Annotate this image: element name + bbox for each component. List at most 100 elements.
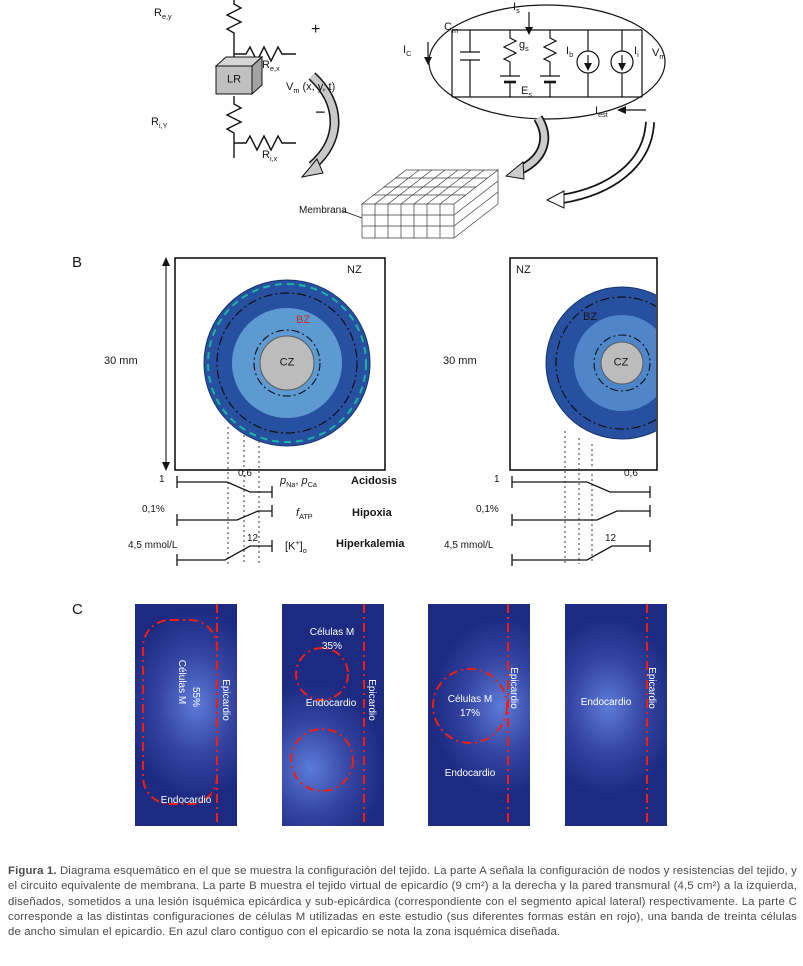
k-close: ] bbox=[299, 540, 303, 553]
ri-y-base: R bbox=[151, 116, 159, 128]
capacitor-icon bbox=[460, 30, 480, 97]
minus-sign: − bbox=[315, 102, 326, 122]
conductance-branch-icon bbox=[540, 30, 560, 97]
plot-right-v12: 12 bbox=[605, 533, 617, 544]
figure-caption-label: Figura 1. bbox=[8, 865, 57, 877]
label-vm-right: Vm bbox=[652, 47, 666, 62]
panel2-endocardio-label: Endocardio bbox=[305, 698, 357, 709]
panel2-mcells-pct: 35% bbox=[321, 641, 343, 652]
plot-left-v45: 4,5 mmol/L bbox=[128, 540, 178, 551]
label-ic: IC bbox=[403, 45, 411, 58]
label-ri-x: Ri,x bbox=[262, 150, 277, 163]
p2-base: p bbox=[301, 475, 308, 487]
plot-right-v45: 4,5 mmol/L bbox=[444, 540, 494, 551]
lr-box-icon bbox=[214, 55, 264, 96]
m-cell-outline-2 bbox=[290, 604, 365, 826]
condition-acidosis: Acidosis bbox=[351, 475, 397, 487]
panel3-mcells-pct: 17% bbox=[459, 708, 481, 719]
ii-base: I bbox=[634, 45, 638, 57]
bz-label-right: BZ bbox=[583, 311, 598, 323]
ii-sub: i bbox=[637, 50, 639, 60]
param-ko: [K+]o bbox=[285, 539, 307, 554]
resistor-ri-y-icon bbox=[225, 96, 243, 143]
re-x-base: R bbox=[262, 59, 270, 71]
vm-args: (x, y, t) bbox=[299, 81, 336, 93]
m-cell-panel-3 bbox=[428, 604, 530, 826]
ib-base: I bbox=[566, 45, 570, 57]
es-base: E bbox=[521, 85, 529, 97]
vm2-base: V bbox=[652, 47, 660, 59]
plot-right-v1: 1 bbox=[494, 474, 500, 485]
current-arrowheads bbox=[424, 27, 626, 114]
ca-sub: Ca bbox=[307, 480, 317, 490]
label-vm-xyt: Vm (x, y, t) bbox=[286, 81, 336, 96]
panel2-mcells-label: Células M bbox=[309, 627, 355, 638]
re-y-sub: e,y bbox=[161, 12, 172, 22]
ri-y-sub: i,Y bbox=[158, 121, 168, 131]
k-open: [K bbox=[285, 540, 296, 553]
label-re-x: Re,x bbox=[262, 59, 280, 74]
iest-sub: est bbox=[598, 110, 608, 120]
part-a-diagram bbox=[214, 0, 666, 239]
plot-left-v01: 0,1% bbox=[142, 504, 165, 515]
cm-base: C bbox=[444, 21, 452, 33]
plot-right-v06: 0,6 bbox=[624, 468, 638, 479]
k-sup: + bbox=[295, 538, 300, 547]
p-base: p bbox=[280, 475, 287, 487]
part-b-diagram bbox=[162, 257, 658, 566]
zoom-arrow-2-icon bbox=[545, 121, 655, 209]
ischemic-zones-right bbox=[545, 286, 656, 440]
gradient-plots-left bbox=[176, 476, 273, 566]
ischemic-zones-left bbox=[203, 279, 371, 447]
ib-sub: b bbox=[569, 50, 574, 60]
projection-lines-left bbox=[227, 427, 260, 564]
f-base: f bbox=[296, 507, 300, 519]
es-sub: s bbox=[528, 90, 532, 100]
cm-sub: m bbox=[451, 26, 458, 36]
nz-label-left: NZ bbox=[347, 264, 362, 276]
vm2-sub: m bbox=[659, 52, 666, 62]
condition-hipoxia: Hipoxia bbox=[352, 507, 392, 519]
figure-caption: Figura 1. Diagrama esquemático en el que… bbox=[8, 864, 797, 940]
plot-right-v01: 0,1% bbox=[476, 504, 499, 515]
plot-left-v06: 0,6 bbox=[238, 468, 252, 479]
resistor-re-y-icon bbox=[225, 0, 243, 64]
vm-sub: m bbox=[293, 86, 300, 96]
membrane-ellipse bbox=[428, 4, 666, 120]
panel3-mcells-label: Células M bbox=[447, 694, 493, 705]
resistor-re-x-icon bbox=[234, 45, 296, 63]
panel1-mcells-pct: 55% bbox=[190, 686, 201, 708]
nz-label-right: NZ bbox=[516, 264, 531, 276]
param-pna-pca: pNa, pCa bbox=[280, 475, 317, 490]
projection-lines-right bbox=[564, 431, 593, 564]
resistor-network bbox=[225, 0, 296, 158]
k-sub: o bbox=[302, 545, 307, 555]
gradient-plots-right bbox=[511, 476, 651, 566]
size-arrow-icon bbox=[162, 257, 170, 471]
cz-label-left: CZ bbox=[279, 356, 295, 369]
label-es: Es bbox=[521, 85, 532, 100]
is-base: I bbox=[513, 1, 517, 13]
tissue-lattice-icon bbox=[360, 169, 500, 239]
condition-hiperkalemia: Hiperkalemia bbox=[336, 538, 405, 550]
plot-left-v12: 12 bbox=[247, 533, 259, 544]
m-cell-outline-4 bbox=[646, 604, 648, 826]
label-is: Is bbox=[513, 1, 520, 16]
plus-sign: + bbox=[311, 21, 321, 38]
conductance-branch-icon bbox=[500, 30, 520, 97]
param-sep: , bbox=[295, 475, 302, 487]
label-ri-y: Ri,Y bbox=[151, 116, 168, 131]
panel4-epicardio-label: Epicardio bbox=[646, 667, 657, 709]
panel4-endocardio-label: Endocardio bbox=[580, 697, 632, 708]
iest-base: I bbox=[595, 105, 599, 117]
panel3-endocardio-label: Endocardio bbox=[444, 768, 496, 779]
panel2-epicardio-label: Epicardio bbox=[366, 679, 377, 721]
membrana-label: Membrana bbox=[299, 205, 347, 216]
atp-sub: ATP bbox=[299, 512, 313, 522]
size-label-right: 30 mm bbox=[443, 355, 477, 367]
lr-box-label: LR bbox=[226, 73, 242, 86]
is-sub: s bbox=[516, 6, 520, 16]
re-x-sub: e,x bbox=[269, 64, 280, 74]
label-iest: Iest bbox=[595, 105, 608, 120]
